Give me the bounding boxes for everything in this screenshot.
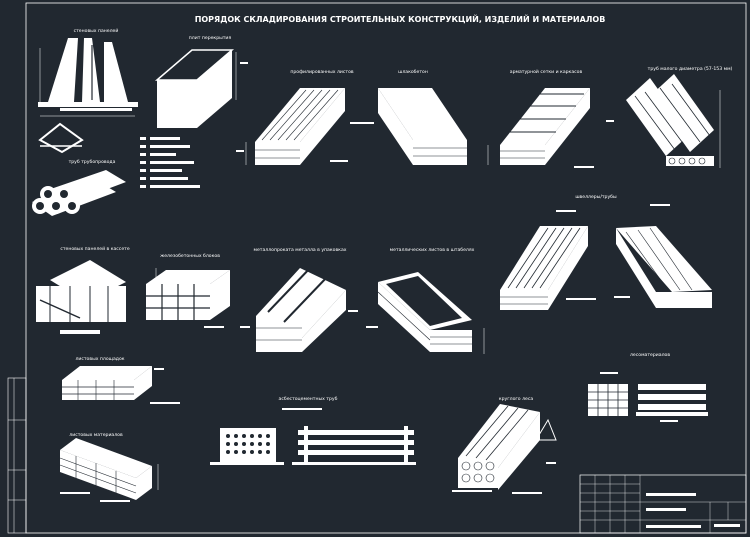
brick-pallet-label: листовых материалов xyxy=(69,433,123,438)
large-pipes-label: труб трубопровода xyxy=(69,159,116,165)
small-pipes-drawing: труб малого диаметра (57-153 мм) xyxy=(626,66,733,168)
rebar-cages-label: арматурной сетки и каркасов xyxy=(510,68,583,75)
wall-panels-label: стеновых панелей xyxy=(74,27,119,34)
asbestos-pipes-drawing: асбестоцементных труб xyxy=(210,396,416,465)
sheet-frame xyxy=(25,2,747,534)
sheet-metal-stack-drawing: металлических листов в штабелях xyxy=(366,247,485,354)
slabs-drawing: плит перекрытия xyxy=(154,36,248,128)
legend-bars xyxy=(140,137,200,188)
slabs-label: плит перекрытия xyxy=(189,36,232,41)
sandwich-drawing: шлакобетон xyxy=(350,69,467,165)
asbestos-pipes-label: асбестоцементных труб xyxy=(279,396,338,402)
left-margin-strip xyxy=(7,377,27,534)
small-pipes-label: труб малого диаметра (57-153 мм) xyxy=(648,66,733,72)
round-timber-label: круглого леса xyxy=(499,397,534,402)
brick-pallet-drawing: листовых материалов xyxy=(59,433,159,502)
title-block xyxy=(579,474,747,534)
main-title: ПОРЯДОК СКЛАДИРОВАНИЯ СТРОИТЕЛЬНЫХ КОНСТ… xyxy=(195,13,606,24)
lumber-label: лесоматериалов xyxy=(630,353,670,358)
round-timber-drawing: круглого леса xyxy=(452,397,557,494)
wall-panels-cassette-drawing: стеновых панелей в кассете xyxy=(36,245,130,334)
rack-detail xyxy=(38,122,84,154)
sheet-metal-pack-drawing: металлопроката металла в упаковках xyxy=(240,248,358,352)
lumber-drawing: лесоматериалов xyxy=(588,353,708,422)
sheet-metal-stack-label: металлических листов в штабелях xyxy=(390,247,475,253)
large-pipes-drawing: труб трубопровода xyxy=(32,159,126,216)
profiled-sheets-label: профилированных листов xyxy=(290,69,354,75)
channels-label: швеллеры/трубы xyxy=(575,194,617,200)
sheet-brick-drawing: листовых площадок xyxy=(62,357,180,404)
sheet-brick-label: листовых площадок xyxy=(75,357,124,362)
foam-blocks-label: железобетонных блоков xyxy=(160,253,220,259)
rebar-cages-drawing: арматурной сетки и каркасов xyxy=(487,68,614,168)
profiled-sheets-drawing: профилированных листов xyxy=(236,69,354,165)
sandwich-label: шлакобетон xyxy=(398,69,428,75)
wall-panels-drawing: стеновых панелей xyxy=(38,27,138,117)
wall-panels-cassette-label: стеновых панелей в кассете xyxy=(60,245,130,252)
channels-drawing: швеллеры/трубы xyxy=(500,194,712,310)
foam-blocks-drawing: железобетонных блоков xyxy=(146,253,230,328)
sheet-metal-pack-label: металлопроката металла в упаковках xyxy=(254,248,347,253)
